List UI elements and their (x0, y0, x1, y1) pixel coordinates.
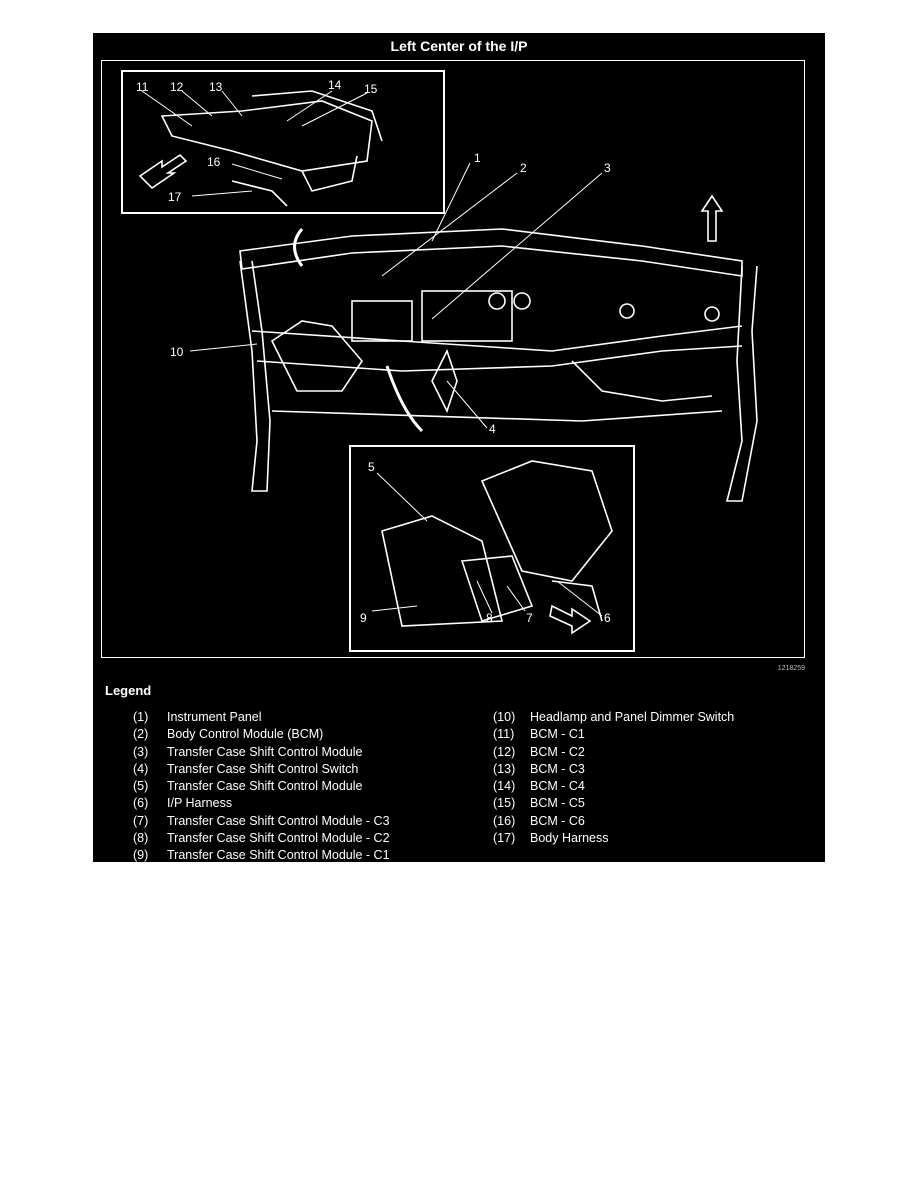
legend-item: (10) Headlamp and Panel Dimmer Switch (493, 709, 734, 726)
callout-13: 13 (209, 80, 223, 94)
figure-code: 1218259 (777, 665, 805, 672)
legend-number: (9) (133, 848, 149, 863)
legend-number: (17) (493, 831, 516, 846)
figure-panel: Left Center of the I/P (93, 33, 825, 862)
callout-8: 8 (486, 611, 493, 625)
legend-item: (6) I/P Harness (133, 795, 390, 812)
legend-label: BCM - C4 (530, 779, 585, 794)
arrow-icon (549, 604, 592, 635)
callout-1: 1 (474, 151, 481, 165)
legend-item: (7) Transfer Case Shift Control Module - … (133, 813, 390, 830)
legend-label: BCM - C3 (530, 761, 585, 776)
arrow-icon (138, 153, 188, 190)
legend-right-column: (10) Headlamp and Panel Dimmer Switch (11… (493, 709, 734, 847)
callout-3: 3 (604, 161, 611, 175)
legend-item: (11) BCM - C1 (493, 726, 734, 743)
transfer-case-module-inset (349, 445, 635, 652)
callout-7: 7 (526, 611, 533, 625)
legend-item: (5) Transfer Case Shift Control Module (133, 778, 390, 795)
legend-item: (9) Transfer Case Shift Control Module - … (133, 847, 390, 864)
legend-label: Transfer Case Shift Control Module - C3 (167, 813, 390, 828)
legend-number: (1) (133, 710, 149, 724)
legend-label: Transfer Case Shift Control Module (167, 779, 363, 794)
instrument-panel-diagram: 1 2 3 4 5 6 7 8 9 10 11 12 13 14 15 16 1… (121, 70, 758, 652)
legend-label: Transfer Case Shift Control Module - C1 (167, 848, 390, 863)
legend-label: Body Harness (530, 831, 609, 846)
legend-number: (8) (133, 831, 149, 846)
legend-item: (4) Transfer Case Shift Control Switch (133, 761, 390, 778)
legend-label: BCM - C1 (530, 727, 585, 742)
legend-item: (1) Instrument Panel (133, 709, 390, 726)
callout-16: 16 (207, 155, 221, 169)
legend-number: (5) (133, 779, 149, 794)
callout-10: 10 (170, 345, 184, 359)
legend-number: (2) (133, 727, 149, 742)
legend-title: Legend (105, 683, 152, 698)
legend-number: (12) (493, 744, 516, 759)
callout-2: 2 (520, 161, 527, 175)
legend-item: (16) BCM - C6 (493, 813, 734, 830)
diagram-frame: 1 2 3 4 5 6 7 8 9 10 11 12 13 14 15 16 1… (101, 60, 805, 658)
legend-label: Transfer Case Shift Control Switch (167, 761, 359, 776)
callout-4: 4 (489, 422, 496, 436)
instrument-panel-illustration (239, 228, 758, 502)
legend-number: (11) (493, 727, 515, 742)
legend-number: (7) (133, 813, 149, 828)
legend-label: BCM - C2 (530, 744, 585, 759)
callout-17: 17 (168, 190, 182, 204)
callout-12: 12 (170, 80, 184, 94)
callout-6: 6 (604, 611, 611, 625)
legend-item: (14) BCM - C4 (493, 778, 734, 795)
legend-label: Transfer Case Shift Control Module - C2 (167, 831, 390, 846)
callout-14: 14 (328, 78, 342, 92)
legend-label: BCM - C5 (530, 796, 585, 811)
legend-item: (3) Transfer Case Shift Control Module (133, 744, 390, 761)
legend-number: (15) (493, 796, 516, 811)
legend-item: (8) Transfer Case Shift Control Module - … (133, 830, 390, 847)
legend-number: (4) (133, 761, 149, 776)
legend-label: Transfer Case Shift Control Module (167, 744, 363, 759)
curved-arrow-icon (385, 365, 424, 433)
up-arrow-icon (700, 194, 724, 242)
callout-11: 11 (136, 80, 149, 94)
legend-number: (13) (493, 761, 516, 776)
legend-item: (15) BCM - C5 (493, 795, 734, 812)
legend-item: (2) Body Control Module (BCM) (133, 726, 390, 743)
legend-label: Headlamp and Panel Dimmer Switch (530, 710, 735, 724)
legend-number: (16) (493, 813, 516, 828)
legend-item: (17) Body Harness (493, 830, 734, 847)
legend-number: (14) (493, 779, 516, 794)
callout-9: 9 (360, 611, 367, 625)
legend-item: (12) BCM - C2 (493, 744, 734, 761)
callout-5: 5 (368, 460, 375, 474)
curved-arrow-icon (293, 228, 304, 267)
legend-number: (6) (133, 796, 149, 811)
leader-lines (141, 90, 603, 617)
legend-number: (3) (133, 744, 149, 759)
figure-title: Left Center of the I/P (390, 38, 528, 54)
legend-label: BCM - C6 (530, 813, 585, 828)
legend-label: Body Control Module (BCM) (167, 727, 324, 742)
legend-item: (13) BCM - C3 (493, 761, 734, 778)
legend-left-column: (1) Instrument Panel (2) Body Control Modu… (133, 709, 390, 865)
legend-label: Instrument Panel (167, 710, 262, 724)
legend-number: (10) (493, 710, 516, 724)
callout-15: 15 (364, 82, 378, 96)
bcm-connector-inset (121, 70, 445, 214)
legend-label: I/P Harness (167, 796, 233, 811)
